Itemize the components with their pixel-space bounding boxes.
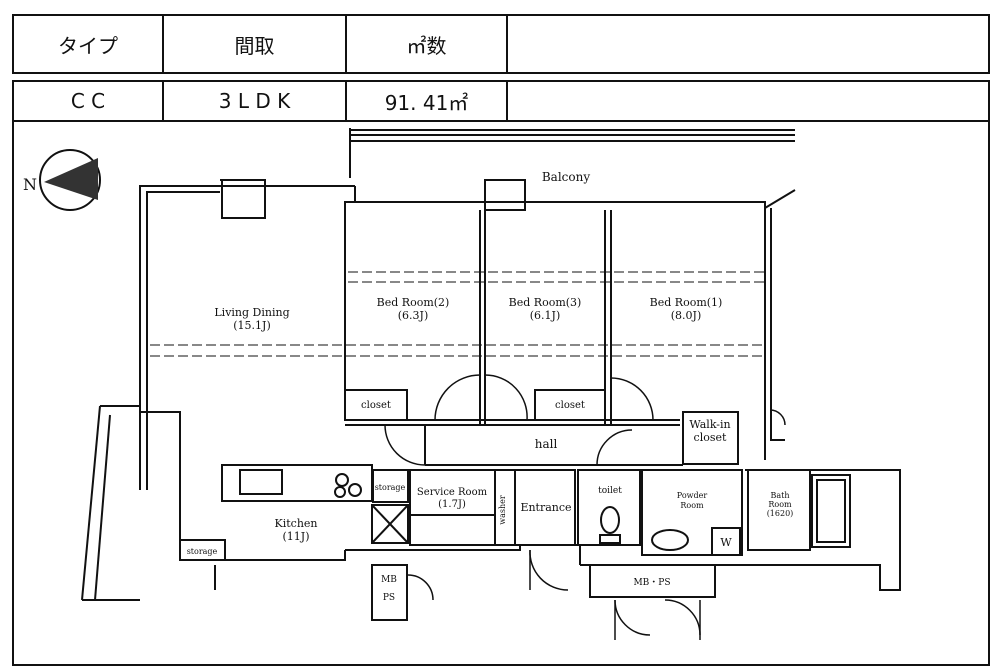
bed-room-3-label: Bed Room(3): [509, 296, 582, 309]
closet-label-a: closet: [361, 400, 391, 411]
type-value: C C: [14, 82, 164, 120]
living-dining-size: (15.1J): [233, 319, 271, 332]
entrance: [514, 469, 576, 546]
shoebox-label: washer: [498, 495, 507, 525]
area-value: 91. 41㎡: [347, 82, 508, 120]
powder-room: [641, 469, 743, 556]
bath-room: [747, 469, 851, 551]
kitchen-label: Kitchen: [275, 517, 318, 530]
walk-in-label-2: closet: [694, 431, 727, 444]
powder-room-label-2: Room: [680, 501, 704, 510]
closet-label-b: closet: [555, 400, 585, 411]
mb-label-1: MB: [381, 575, 397, 585]
layout-value: 3 L D K: [164, 82, 347, 120]
north-label: N: [23, 175, 37, 194]
kitchen-size: (11J): [283, 530, 310, 543]
washer-mark: W: [720, 536, 732, 549]
kitchen-counter: [179, 464, 373, 561]
outer-walls: [81, 179, 901, 601]
header-row: タイプ 間取 ㎡数: [12, 14, 990, 74]
bed-room-3-size: (6.1J): [530, 309, 561, 322]
bath-room-label-2: Room: [768, 500, 792, 509]
walk-in-closet: [682, 411, 739, 465]
mb-ps-box: [371, 564, 408, 621]
type-header: タイプ: [14, 16, 164, 72]
mb-ps-long: [589, 564, 716, 598]
bed-room-2-label: Bed Room(2): [377, 296, 450, 309]
service-room-label: Service Room: [417, 487, 488, 498]
living-dining-label: Living Dining: [214, 306, 289, 319]
area-header: ㎡数: [347, 16, 508, 72]
mb-label-2: PS: [383, 593, 395, 603]
layout-header: 間取: [164, 16, 347, 72]
toilet-label: toilet: [598, 486, 622, 496]
mb-ps-label: MB・PS: [633, 578, 670, 588]
balcony-label: Balcony: [542, 170, 590, 184]
balcony-area: [349, 128, 796, 211]
entrance-label: Entrance: [520, 501, 571, 514]
bed-room-1-label: Bed Room(1): [650, 296, 723, 309]
toilet-room: [577, 469, 641, 546]
service-room-size: (1.7J): [438, 499, 466, 510]
walk-in-label-1: Walk-in: [689, 418, 730, 431]
bath-room-label-3: (1620): [767, 509, 794, 518]
bed-room-1-size: (8.0J): [671, 309, 702, 322]
floor-plan-frame: [12, 80, 990, 666]
hall-walls: [424, 425, 683, 466]
hall-label: hall: [535, 437, 558, 451]
storage-box: [371, 504, 409, 544]
bed-room-2-size: (6.3J): [398, 309, 429, 322]
bath-room-label-1: Bath: [770, 491, 789, 500]
doors: [384, 374, 786, 640]
north-arrow-icon: [39, 149, 101, 211]
storage-small: [372, 469, 409, 503]
bedroom-walls: [344, 210, 680, 426]
storage-small-label: storage: [375, 483, 406, 492]
powder-room-label-1: Powder: [677, 491, 708, 500]
window-marks: [150, 271, 765, 357]
storage-kitchen-label: storage: [187, 547, 218, 556]
